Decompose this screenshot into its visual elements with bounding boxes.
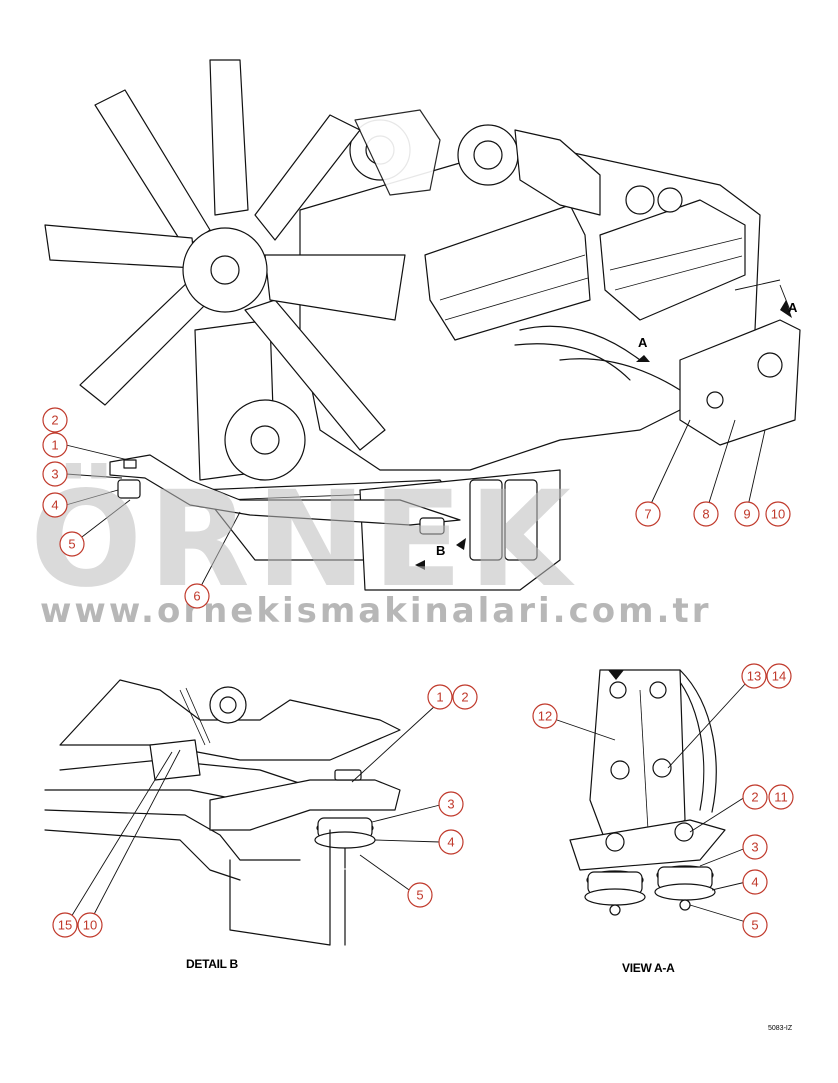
detail-b-illustration bbox=[44, 679, 401, 946]
callout-view-aa-13[interactable]: 13 bbox=[741, 663, 767, 689]
callout-detail-b-2[interactable]: 2 bbox=[452, 684, 478, 710]
callout-main-2[interactable]: 2 bbox=[42, 407, 68, 433]
callout-detail-b-3[interactable]: 3 bbox=[438, 791, 464, 817]
svg-text:3: 3 bbox=[447, 797, 454, 812]
svg-text:5: 5 bbox=[68, 537, 75, 552]
callout-detail-b-10[interactable]: 10 bbox=[77, 912, 103, 938]
caption-view-aa: VIEW A-A bbox=[622, 961, 675, 975]
svg-text:4: 4 bbox=[447, 835, 454, 850]
svg-text:2: 2 bbox=[51, 413, 58, 428]
view-markers: A A B bbox=[415, 279, 798, 570]
callout-view-aa-3[interactable]: 3 bbox=[742, 834, 768, 860]
detail-b-callouts: 1 2 3 4 5 15 10 bbox=[52, 684, 478, 938]
svg-text:2: 2 bbox=[461, 690, 468, 705]
svg-text:10: 10 bbox=[771, 507, 785, 522]
callout-main-6[interactable]: 6 bbox=[184, 583, 210, 609]
callout-main-9[interactable]: 9 bbox=[734, 501, 760, 527]
callout-main-1[interactable]: 1 bbox=[42, 432, 68, 458]
callout-main-3[interactable]: 3 bbox=[42, 461, 68, 487]
view-aa-callouts: 13 14 12 2 11 3 4 5 bbox=[532, 663, 794, 938]
callout-detail-b-15[interactable]: 15 bbox=[52, 912, 78, 938]
main-callouts: 2 1 3 4 5 6 7 8 9 10 bbox=[42, 407, 791, 609]
svg-text:12: 12 bbox=[538, 709, 552, 724]
svg-text:15: 15 bbox=[58, 918, 72, 933]
callout-view-aa-5[interactable]: 5 bbox=[742, 912, 768, 938]
svg-text:11: 11 bbox=[774, 790, 788, 805]
svg-text:1: 1 bbox=[436, 690, 443, 705]
callout-view-aa-12[interactable]: 12 bbox=[532, 703, 558, 729]
svg-text:6: 6 bbox=[193, 589, 200, 604]
svg-text:8: 8 bbox=[702, 507, 709, 522]
svg-text:4: 4 bbox=[51, 498, 58, 513]
view-marker-a-top: A bbox=[788, 300, 798, 315]
view-marker-a-mid: A bbox=[638, 335, 648, 350]
callout-main-5[interactable]: 5 bbox=[59, 531, 85, 557]
svg-text:9: 9 bbox=[743, 507, 750, 522]
callout-view-aa-14[interactable]: 14 bbox=[766, 663, 792, 689]
watermark-url: www.ornekismakinalari.com.tr bbox=[40, 591, 711, 631]
callout-main-10[interactable]: 10 bbox=[765, 501, 791, 527]
svg-text:7: 7 bbox=[644, 507, 651, 522]
callout-view-aa-4[interactable]: 4 bbox=[742, 869, 768, 895]
detail-b-leaders bbox=[67, 704, 441, 923]
main-leaders bbox=[65, 419, 766, 589]
callout-main-7[interactable]: 7 bbox=[635, 501, 661, 527]
callout-detail-b-5[interactable]: 5 bbox=[407, 882, 433, 908]
view-marker-b: B bbox=[436, 543, 445, 558]
svg-text:5: 5 bbox=[751, 918, 758, 933]
svg-text:5: 5 bbox=[416, 888, 423, 903]
caption-detail-b: DETAIL B bbox=[186, 957, 238, 971]
callout-detail-b-1[interactable]: 1 bbox=[427, 684, 453, 710]
svg-text:4: 4 bbox=[751, 875, 758, 890]
engine-illustration bbox=[44, 59, 801, 591]
callout-main-8[interactable]: 8 bbox=[693, 501, 719, 527]
figure-code: 5083-IZ bbox=[768, 1025, 793, 1032]
svg-text:3: 3 bbox=[51, 467, 58, 482]
svg-text:14: 14 bbox=[772, 669, 786, 684]
callout-main-4[interactable]: 4 bbox=[42, 492, 68, 518]
svg-text:13: 13 bbox=[747, 669, 761, 684]
svg-text:1: 1 bbox=[51, 438, 58, 453]
callout-detail-b-4[interactable]: 4 bbox=[438, 829, 464, 855]
svg-text:2: 2 bbox=[751, 790, 758, 805]
callout-view-aa-11[interactable]: 11 bbox=[768, 784, 794, 810]
svg-text:10: 10 bbox=[83, 918, 97, 933]
watermark-brand: ÖRNEK bbox=[30, 463, 577, 617]
callout-view-aa-2[interactable]: 2 bbox=[742, 784, 768, 810]
view-aa-leaders bbox=[556, 682, 747, 923]
svg-text:3: 3 bbox=[751, 840, 758, 855]
cooling-fan bbox=[44, 59, 406, 481]
view-aa-illustration bbox=[569, 669, 726, 916]
watermark: ÖRNEK www.ornekismakinalari.com.tr bbox=[30, 463, 711, 631]
